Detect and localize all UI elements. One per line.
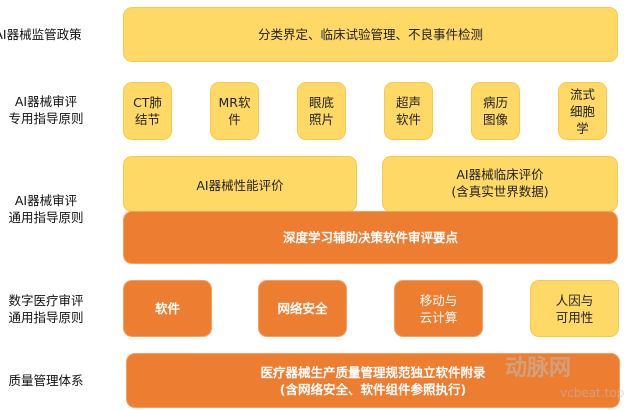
box-regulation-policy: 分类界定、临床试验管理、不良事件检测: [123, 7, 618, 62]
box-ultrasound-software: 超声 软件: [384, 82, 433, 140]
box-gmp-software-appendix: 医疗器械生产质量管理规范独立软件附录 (含网络安全、软件组件参照执行): [126, 353, 620, 408]
box-fundus-photo: 眼底 照片: [297, 82, 346, 140]
layer-label-digital-health-guidelines: 数字医疗审评 通用指导原则: [8, 293, 84, 325]
layer-label-regulation-policy: AI器械监管政策: [0, 27, 82, 42]
box-human-factors: 人因与 可用性: [530, 280, 619, 337]
box-cybersecurity: 网络安全: [258, 280, 347, 337]
watermark-logo: 动脉网: [505, 356, 572, 381]
box-software: 软件: [123, 280, 212, 337]
box-medical-record-image: 病历 图像: [471, 82, 520, 140]
box-flow-cytometry: 流式 细胞 学: [558, 82, 607, 140]
layer-label-specific-guidelines: AI器械审评 专用指导原则: [8, 94, 84, 126]
layer-label-general-guidelines: AI器械审评 通用指导原则: [8, 193, 84, 225]
box-clinical-evaluation: AI器械临床评价 (含真实世界数据): [382, 156, 618, 212]
box-ct-lung-nodule: CT肺 结节: [123, 82, 172, 140]
box-deep-learning-review-points: 深度学习辅助决策软件审评要点: [123, 211, 618, 264]
layer-label-quality-management: 质量管理体系: [8, 373, 84, 388]
box-mobile-cloud: 移动与 云计算: [394, 280, 483, 337]
box-performance-evaluation: AI器械性能评价: [123, 156, 357, 212]
box-mr-software: MR软 件: [210, 82, 259, 140]
watermark-url: vcbeat.top: [560, 386, 625, 400]
